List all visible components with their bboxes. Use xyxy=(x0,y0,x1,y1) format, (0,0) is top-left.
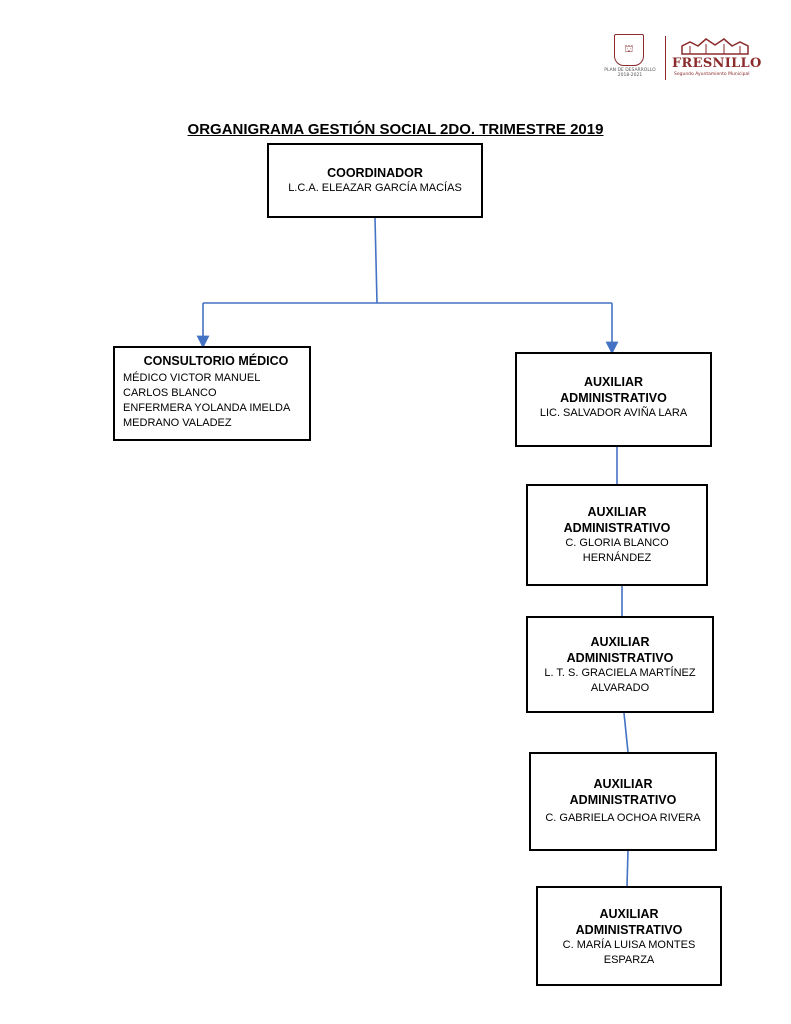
aux-2-role-1: AUXILIAR xyxy=(587,505,647,519)
page-title: ORGANIGRAMA GESTIÓN SOCIAL 2DO. TRIMESTR… xyxy=(187,121,604,138)
coordinator-name: L.C.A. ELEAZAR GARCÍA MACÍAS xyxy=(288,182,462,194)
aux-3-role-1: AUXILIAR xyxy=(590,635,650,649)
building-icon xyxy=(681,38,749,55)
medical-line-2: CARLOS BLANCO xyxy=(123,387,217,399)
aux-4-name: C. GABRIELA OCHOA RIVERA xyxy=(545,812,701,824)
node-medical: CONSULTORIO MÉDICO MÉDICO VICTOR MANUEL … xyxy=(113,346,311,441)
connector-aux4-aux5 xyxy=(626,850,629,887)
seal-caption-line-1: PLAN DE DESARROLLO xyxy=(604,68,656,73)
brand-tagline: Segundo Ayuntamiento Municipal xyxy=(674,72,750,77)
aux-1-name: LIC. SALVADOR AVIÑA LARA xyxy=(539,407,688,419)
aux-3-line-1: L. T. S. GRACIELA MARTÍNEZ xyxy=(544,667,696,679)
aux-3-line-2: ALVARADO xyxy=(590,682,650,694)
node-aux-2: AUXILIAR ADMINISTRATIVO C. GLORIA BLANCO… xyxy=(526,484,708,586)
node-coordinator: COORDINADOR L.C.A. ELEAZAR GARCÍA MACÍAS xyxy=(267,143,483,218)
aux-5-role-1: AUXILIAR xyxy=(599,907,659,921)
coordinator-role: COORDINADOR xyxy=(327,166,423,180)
logo-separator xyxy=(665,36,666,80)
node-aux-3: AUXILIAR ADMINISTRATIVO L. T. S. GRACIEL… xyxy=(526,616,714,713)
medical-line-1: MÉDICO VICTOR MANUEL xyxy=(123,372,261,384)
medical-line-4: MEDRANO VALADEZ xyxy=(123,417,232,429)
aux-4-role-1: AUXILIAR xyxy=(593,777,653,791)
medical-line-3: ENFERMERA YOLANDA IMELDA xyxy=(123,402,291,414)
aux-2-role-2: ADMINISTRATIVO xyxy=(563,521,671,535)
aux-4-role-2: ADMINISTRATIVO xyxy=(569,793,677,807)
header-logos: ⛫ PLAN DE DESARROLLO 2018-2021 FRESNILLO… xyxy=(604,32,762,82)
aux-5-line-1: C. MARÍA LUISA MONTES xyxy=(562,939,696,951)
aux-5-line-2: ESPARZA xyxy=(603,954,655,966)
aux-1-role-1: AUXILIAR xyxy=(583,375,644,389)
aux-3-role-2: ADMINISTRATIVO xyxy=(566,651,674,665)
medical-role: CONSULTORIO MÉDICO xyxy=(143,354,289,368)
node-aux-1: AUXILIAR ADMINISTRATIVO LIC. SALVADOR AV… xyxy=(515,352,712,447)
connector-coordinator-down xyxy=(374,217,378,304)
seal-caption-line-2: 2018-2021 xyxy=(617,73,643,78)
connector-aux3-aux4 xyxy=(623,712,629,753)
aux-2-line-2: HERNÁNDEZ xyxy=(582,552,652,564)
node-aux-4: AUXILIAR ADMINISTRATIVO C. GABRIELA OCHO… xyxy=(529,752,717,851)
brand-name: FRESNILLO xyxy=(672,56,762,71)
aux-2-line-1: C. GLORIA BLANCO xyxy=(565,537,669,549)
aux-1-role-2: ADMINISTRATIVO xyxy=(560,391,667,405)
municipal-seal-icon: ⛫ xyxy=(614,34,644,66)
node-aux-5: AUXILIAR ADMINISTRATIVO C. MARÍA LUISA M… xyxy=(536,886,722,986)
seal-caption: PLAN DE DESARROLLO 2018-2021 xyxy=(600,68,660,78)
aux-5-role-2: ADMINISTRATIVO xyxy=(575,923,683,937)
